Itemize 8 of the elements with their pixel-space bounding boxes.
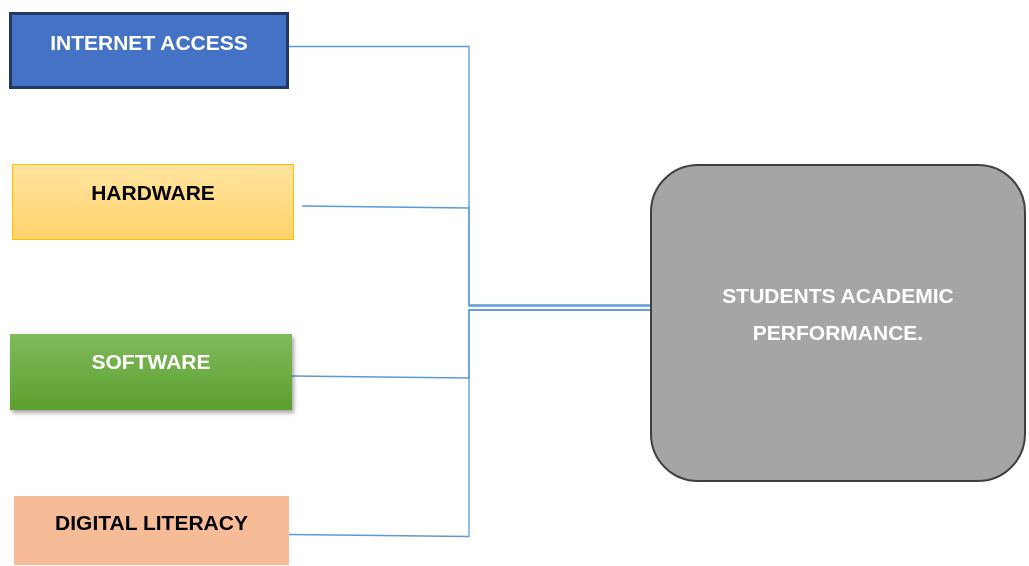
process-box: HARDWARE: [12, 164, 294, 240]
connector-line: [288, 45, 651, 306]
process-box: SOFTWARE: [10, 334, 292, 410]
connector-line: [288, 309, 651, 538]
process-box: INTERNET ACCESS: [9, 12, 289, 89]
connector-line: [301, 205, 651, 307]
outcome-box: STUDENTS ACADEMIC PERFORMANCE.: [650, 164, 1026, 482]
process-box: DIGITAL LITERACY: [14, 496, 289, 565]
